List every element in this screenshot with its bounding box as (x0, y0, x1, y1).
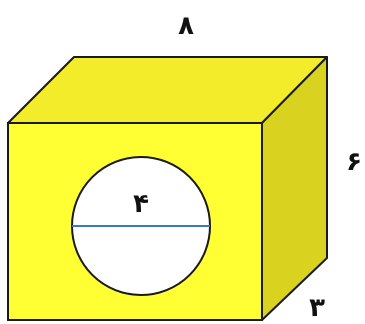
label-bottom-depth: ۳ (309, 293, 325, 323)
label-top-length: ۸ (178, 11, 194, 41)
label-side-height: ۶ (346, 147, 362, 177)
label-circle-diameter: ۴ (133, 189, 149, 219)
